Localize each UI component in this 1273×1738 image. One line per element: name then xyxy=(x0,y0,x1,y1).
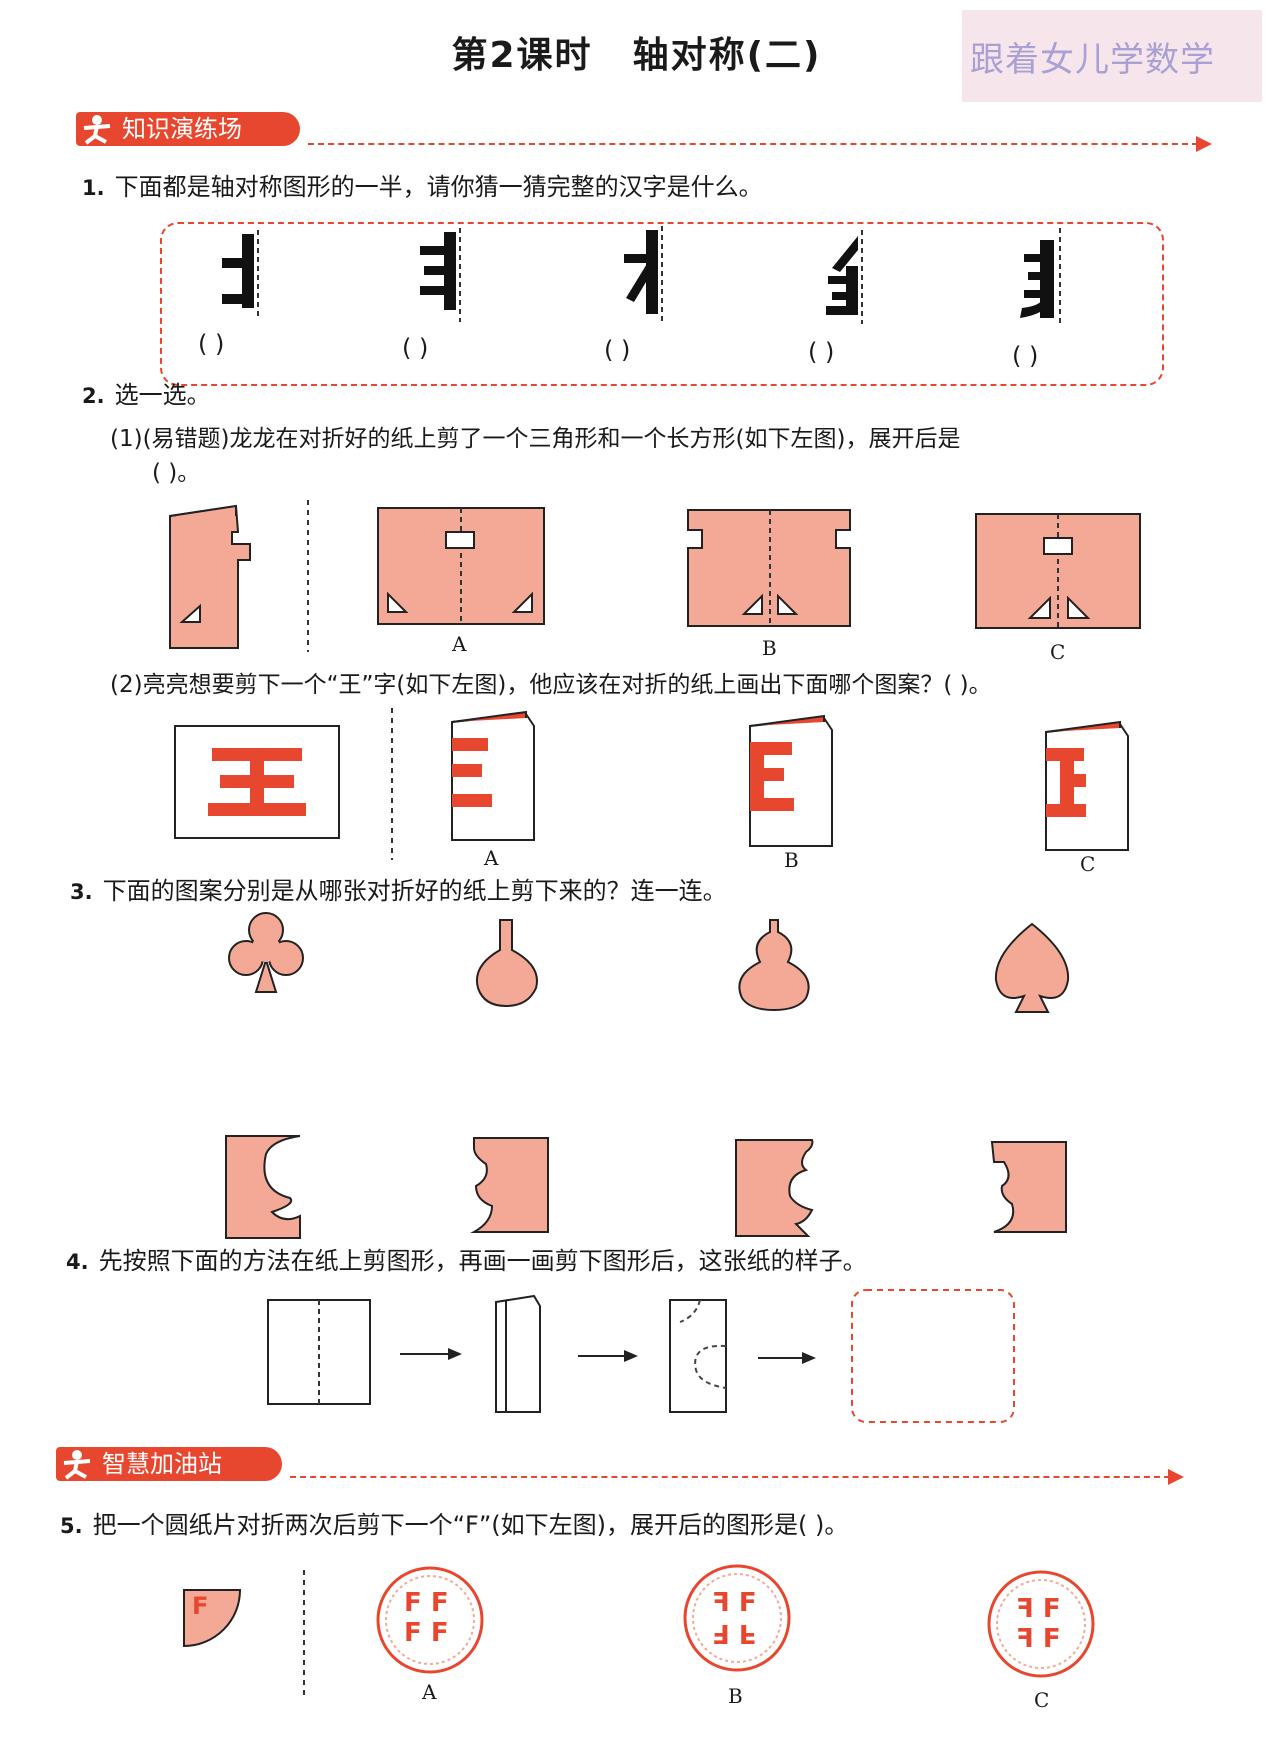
answer-blank[interactable]: ( ) xyxy=(1012,342,1039,370)
answer-blank[interactable]: ( ) xyxy=(198,330,225,358)
quarter-circle-f xyxy=(183,1589,242,1648)
quarter-f-letter: F xyxy=(192,1592,209,1620)
page-title: 第2课时轴对称(二) xyxy=(0,26,1273,78)
option-label: B xyxy=(728,1684,743,1708)
question-2-part-1: (1)(易错题)龙龙在对折好的纸上剪了一个三角形和一个长方形(如下左图)，展开后… xyxy=(110,426,961,452)
folded-paper-cut xyxy=(169,504,251,649)
option-label: C xyxy=(1080,852,1096,876)
answer-blank[interactable]: ( )。 xyxy=(152,460,201,486)
folded-paper-3 xyxy=(735,1139,814,1237)
arrow-icon xyxy=(400,1348,462,1360)
bottle-shape xyxy=(476,919,538,1008)
option-a-unfolded xyxy=(377,507,545,625)
arrow-icon xyxy=(1168,1469,1184,1485)
step-2-paper xyxy=(495,1294,541,1413)
step-3-paper xyxy=(669,1299,727,1413)
arrow-icon xyxy=(578,1350,638,1362)
question-2-part-2: (2)亮亮想要剪下一个“王”字(如下左图)，他应该在对折的纸上画出下面哪个图案？… xyxy=(110,672,992,698)
folded-paper-figures xyxy=(169,500,1141,652)
watermark: 跟着女儿学数学 xyxy=(962,10,1262,102)
answer-blank[interactable]: ( ) xyxy=(808,338,835,366)
answer-blank[interactable]: ( ) xyxy=(604,336,631,364)
half-char-3-glyph xyxy=(624,226,663,322)
half-char-4-glyph xyxy=(826,230,863,324)
option-b-folded xyxy=(749,714,833,847)
section-divider xyxy=(308,143,1198,145)
question-text: 下面都是轴对称图形的一半，请你猜一猜完整的汉字是什么。 xyxy=(114,173,763,201)
option-label: C xyxy=(1034,1688,1050,1712)
watermark-text: 跟着女儿学数学 xyxy=(970,40,1215,80)
drawing-area xyxy=(851,1289,1015,1423)
section-title: 知识演练场 xyxy=(122,115,242,143)
cut-shapes xyxy=(225,912,1070,1239)
folded-paper-4 xyxy=(990,1141,1067,1233)
option-label: B xyxy=(762,636,777,660)
half-characters xyxy=(222,226,1061,324)
runner-icon xyxy=(63,1450,91,1480)
option-label: A xyxy=(452,632,467,656)
option-b-unfolded xyxy=(687,509,851,627)
arrow-icon xyxy=(1196,136,1212,152)
question-text: 选一选。 xyxy=(114,381,211,409)
step-1-paper xyxy=(267,1299,371,1405)
option-label: A xyxy=(422,1680,437,1704)
question-text: 先按照下面的方法在纸上剪图形，再画一画剪下图形后，这张纸的样子。 xyxy=(98,1247,867,1275)
question-3: 3.下面的图案分别是从哪张对折好的纸上剪下来的？连一连。 xyxy=(70,877,727,905)
option-a-circle xyxy=(376,1566,484,1674)
option-label: B xyxy=(784,848,799,872)
option-c-unfolded xyxy=(975,513,1141,629)
section-title: 智慧加油站 xyxy=(102,1450,222,1478)
option-c-folded xyxy=(1045,720,1129,851)
half-char-5-glyph xyxy=(1020,228,1061,324)
question-1: 1.下面都是轴对称图形的一半，请你猜一猜完整的汉字是什么。 xyxy=(82,173,763,201)
answer-blank[interactable]: ( ) xyxy=(402,334,429,362)
folded-paper-2 xyxy=(470,1137,549,1233)
option-label: A xyxy=(484,846,499,870)
runner-icon xyxy=(83,115,111,145)
wang-paper xyxy=(174,725,340,839)
question-5: 5.把一个圆纸片对折两次后剪下一个“F”(如下左图)，展开后的图形是( )。 xyxy=(60,1511,849,1539)
question-text: 把一个圆纸片对折两次后剪下一个“F”(如下左图)，展开后的图形是( )。 xyxy=(92,1511,849,1539)
arrow-icon xyxy=(758,1352,816,1364)
question-1-panel xyxy=(160,222,1164,386)
lesson-number: 第2课时 xyxy=(451,35,593,76)
half-char-1-glyph xyxy=(222,230,259,320)
club-shape xyxy=(228,912,304,993)
cut-steps xyxy=(267,1289,1015,1423)
option-b-circle xyxy=(683,1564,791,1672)
spade-shape xyxy=(994,922,1070,1013)
section-banner-practice: 知识演练场 xyxy=(76,112,300,146)
folded-paper-1 xyxy=(225,1135,301,1239)
option-a-folded xyxy=(451,710,535,841)
section-divider xyxy=(290,1476,1170,1478)
question-2: 2.选一选。 xyxy=(82,381,211,409)
section-banner-boost: 智慧加油站 xyxy=(56,1447,282,1481)
option-c-circle xyxy=(987,1570,1095,1678)
gourd-shape xyxy=(738,919,810,1012)
half-char-2-glyph xyxy=(420,228,461,322)
lesson-topic: 轴对称(二) xyxy=(632,35,822,76)
option-label: C xyxy=(1050,640,1066,664)
question-text: 下面的图案分别是从哪张对折好的纸上剪下来的？连一连。 xyxy=(102,877,727,905)
wang-figures xyxy=(174,708,1129,860)
question-4: 4.先按照下面的方法在纸上剪图形，再画一画剪下图形后，这张纸的样子。 xyxy=(66,1247,867,1275)
